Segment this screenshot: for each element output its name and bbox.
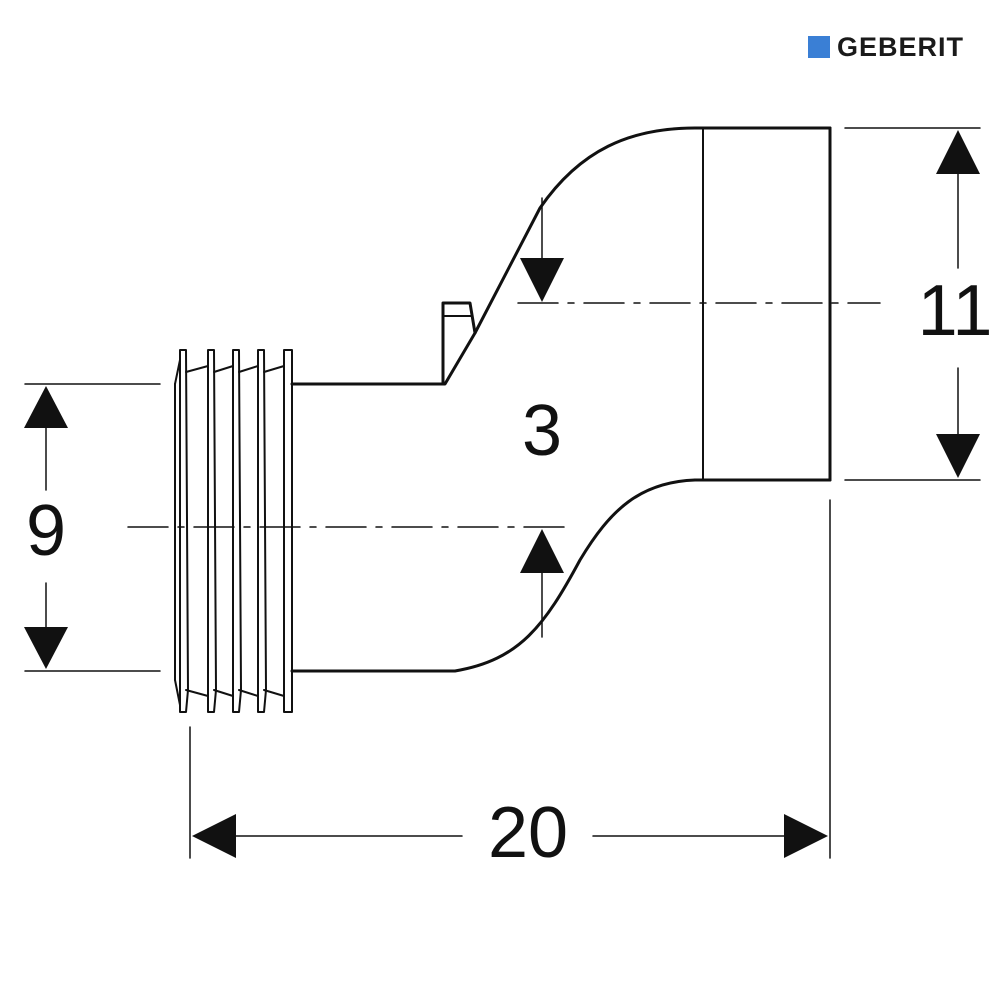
center-lines	[127, 302, 881, 528]
inlet-sealing-ribs	[174, 349, 297, 713]
arrow-left-icon	[192, 814, 236, 858]
dimension-label-length: 20	[488, 793, 568, 873]
geberit-logo: GEBERIT	[808, 32, 964, 62]
logo-text: GEBERIT	[837, 32, 965, 62]
arrow-up-icon	[520, 529, 564, 573]
dimension-label-outlet: 11	[918, 271, 993, 351]
outlet-socket	[693, 126, 832, 482]
arrow-up-icon	[24, 386, 68, 428]
arrow-down-icon	[520, 258, 564, 302]
offset-pipe-body	[293, 126, 697, 673]
arrow-up-icon	[936, 130, 980, 174]
extension-lines	[24, 127, 981, 859]
arrow-down-icon	[936, 434, 980, 478]
dimension-label-inlet: 9	[26, 491, 66, 571]
dimension-label-offset: 3	[522, 391, 562, 471]
arrow-down-icon	[24, 627, 68, 669]
logo-square-icon	[808, 36, 830, 58]
arrow-right-icon	[784, 814, 828, 858]
